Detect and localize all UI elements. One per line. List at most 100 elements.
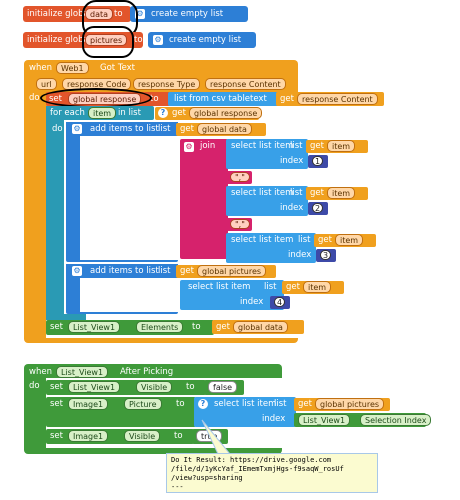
elements-property-field[interactable]: Elements [136, 321, 184, 333]
create-empty-list-block-1[interactable]: ⚙ create empty list [130, 6, 248, 22]
get-global-pictures-field[interactable]: global pictures [197, 265, 267, 277]
select-list-item-3[interactable]: select list item list index [226, 233, 316, 263]
get-label: get [280, 94, 294, 104]
listview-component-field[interactable]: List_View1 [298, 414, 351, 426]
separator-text[interactable]: "," [230, 219, 250, 229]
set-label: set [50, 322, 63, 332]
init-data-block[interactable]: initialize global data to [23, 6, 131, 22]
listview-component-field[interactable]: List_View1 [68, 381, 121, 393]
get-global-data-field[interactable]: global data [197, 123, 252, 135]
image-component-field[interactable]: Image1 [68, 398, 109, 410]
visible-property-field[interactable]: Visible [124, 430, 161, 442]
number-3[interactable]: 3 [320, 250, 332, 260]
false-value[interactable]: false [208, 381, 238, 393]
get-global-data-field[interactable]: global data [233, 321, 288, 333]
index-label: index [280, 156, 304, 166]
gear-icon[interactable]: ⚙ [72, 266, 82, 276]
visible-property-field[interactable]: Visible [136, 381, 173, 393]
set-image-picture-block[interactable]: set Image1 Picture to [46, 397, 196, 427]
get-global-pictures-block[interactable]: get global pictures [176, 265, 276, 278]
for-each-header[interactable]: for each item in list [46, 106, 154, 120]
get-item-field[interactable]: item [335, 234, 364, 246]
listview-component-field[interactable]: List_View1 [68, 321, 121, 333]
picture-property-field[interactable]: Picture [124, 398, 162, 410]
do-it-result-tooltip: Do It Result: https://drive.google.com /… [166, 453, 378, 493]
get-label: get [180, 266, 194, 276]
list-label: list [274, 399, 287, 409]
number-1[interactable]: 1 [312, 156, 324, 166]
for-each-block[interactable] [46, 106, 64, 320]
param-response-type[interactable]: response Type [133, 78, 201, 90]
question-icon[interactable]: ? [198, 399, 208, 409]
event-got-text: Got Text [100, 63, 136, 73]
csv-text-label: text [250, 94, 267, 104]
select-list-item-1[interactable]: select list item list index [226, 139, 308, 169]
get-global-response-field[interactable]: global response [189, 107, 263, 119]
select-list-item-2[interactable]: select list item list index [226, 186, 308, 216]
number-4[interactable]: 4 [274, 297, 286, 307]
index-label: index [262, 414, 286, 424]
add-items-label: add items to list [90, 266, 159, 276]
create-empty-list-block-2[interactable]: ⚙ create empty list [148, 32, 256, 48]
annotation-circle-pictures [82, 26, 134, 58]
to-label: to [174, 431, 183, 441]
item-var-field[interactable]: item [88, 107, 117, 119]
get-global-response-block[interactable]: ? get global response [155, 107, 263, 120]
get-item-block-1[interactable]: get item [306, 140, 368, 153]
get-item-block-2[interactable]: get item [306, 187, 368, 200]
number-block-3[interactable]: 3 [316, 249, 336, 262]
component-web1-field[interactable]: Web1 [56, 62, 89, 74]
selection-index-field[interactable]: Selection Index [360, 414, 432, 426]
component-listview-field[interactable]: List_View1 [56, 366, 109, 378]
param-url[interactable]: url [36, 78, 57, 90]
get-global-pictures-field[interactable]: global pictures [315, 398, 385, 410]
add-items-pictures-header [66, 264, 178, 278]
create-list-label: create empty list [151, 9, 224, 19]
join-block[interactable]: ⚙ join [180, 139, 228, 259]
get-label: get [310, 188, 324, 198]
set-image-visible-block[interactable]: set Image1 Visible to [46, 429, 194, 444]
number-block-1[interactable]: 1 [308, 155, 328, 168]
get-item-block-4[interactable]: get item [282, 281, 344, 294]
gear-icon[interactable]: ⚙ [153, 35, 163, 45]
add-items-label: add items to list [90, 124, 159, 134]
get-response-content-block[interactable]: get response Content [276, 92, 384, 106]
get-item-field[interactable]: item [303, 281, 332, 293]
gear-icon[interactable]: ⚙ [72, 124, 82, 134]
listview-selection-index-block[interactable]: List_View1 Selection Index [294, 413, 432, 427]
select-label: select list item [231, 141, 294, 151]
separator-text[interactable]: "," [230, 172, 250, 182]
when-label: when [29, 367, 52, 377]
select-label: select list item [231, 188, 294, 198]
number-block-4[interactable]: 4 [270, 296, 290, 309]
get-global-data-block-2[interactable]: get global data [212, 320, 304, 334]
set-listview-elements-block[interactable]: set List_View1 Elements to [46, 320, 214, 335]
get-item-block-3[interactable]: get item [314, 234, 376, 247]
select-label: select list item [231, 235, 294, 245]
number-block-2[interactable]: 2 [308, 202, 328, 215]
get-global-data-block[interactable]: get global data [176, 123, 266, 136]
add-items-body [80, 136, 178, 260]
gear-icon[interactable]: ⚙ [135, 9, 145, 19]
param-response-content[interactable]: response Content [205, 78, 286, 90]
get-item-field[interactable]: item [327, 187, 356, 199]
text-separator-1[interactable]: "," [226, 171, 252, 184]
question-icon[interactable]: ? [158, 108, 168, 118]
item-socket-label: item [152, 142, 172, 152]
select-list-item-lv[interactable]: ? select list item list index [194, 397, 296, 427]
for-each-label: for each [50, 108, 85, 118]
get-response-content-field[interactable]: response Content [297, 93, 378, 105]
get-global-pictures-block-2[interactable]: get global pictures [294, 398, 390, 411]
get-item-field[interactable]: item [327, 140, 356, 152]
false-block[interactable]: false [204, 380, 244, 395]
text-separator-2[interactable]: "," [226, 218, 252, 231]
list-from-csv-block[interactable]: list from csv table text [168, 92, 278, 106]
init-pictures-block[interactable]: initialize global pictures to [23, 32, 143, 48]
number-2[interactable]: 2 [312, 203, 324, 213]
image-component-field[interactable]: Image1 [68, 430, 109, 442]
var-pictures-field[interactable]: pictures [85, 34, 128, 46]
gear-icon[interactable]: ⚙ [184, 142, 194, 152]
select-list-item-4[interactable]: select list item list index [180, 280, 284, 310]
join-label: join [200, 141, 216, 151]
set-listview-visible-block[interactable]: set List_View1 Visible to [46, 380, 206, 395]
